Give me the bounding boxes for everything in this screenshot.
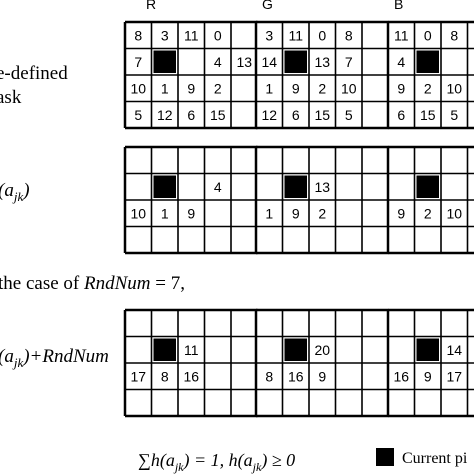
mask-cell-value: 8	[265, 368, 273, 384]
mask-cell-value: 9	[397, 205, 405, 221]
mask-cell-value: 10	[446, 205, 462, 221]
mask-cell-value: 16	[288, 368, 304, 384]
mask-cell-value: 4	[214, 179, 222, 195]
mask-cell-value: 13	[314, 179, 330, 195]
mask-cell-value: 2	[318, 205, 326, 221]
mask-cell-value: 11	[288, 27, 303, 43]
mask-cell-value: 9	[318, 368, 326, 384]
mask-cell-value: 9	[397, 80, 405, 96]
mask-grid-row1-g: 3 11 0 8 14 13 7 1 9 2 10 12 6 15 5	[254, 20, 390, 130]
current-pixel-cell	[416, 175, 439, 198]
mask-cell-value: 10	[446, 80, 462, 96]
mask-cell-value: 10	[341, 80, 357, 96]
mask-cell-value: 3	[161, 27, 169, 43]
mask-grid-row1-b: 11 0 8 4 9 2 10 6 15 5	[386, 20, 474, 130]
mask-cell-value: 10	[130, 80, 146, 96]
row3-label: (ajk)+RndNum	[0, 346, 109, 370]
mask-cell-value: 4	[214, 54, 222, 70]
mask-cell-value: 12	[261, 107, 277, 123]
mask-cell-value: 2	[424, 205, 432, 221]
mask-cell-value: 3	[265, 27, 273, 43]
mask-cell-value: 16	[183, 368, 199, 384]
mask-grid-row3-b: 14 16 9 17	[386, 308, 474, 418]
mask-cell-value: 2	[424, 80, 432, 96]
mask-cell-value: 17	[130, 368, 146, 384]
legend-current-pixel-swatch	[376, 448, 394, 466]
mask-cell-value: 11	[394, 27, 409, 43]
mask-cell-value: 8	[345, 27, 353, 43]
current-pixel-cell	[153, 338, 176, 361]
mask-cell-value: 12	[157, 107, 173, 123]
current-pixel-cell	[284, 50, 307, 73]
mask-cell-value: 17	[446, 368, 462, 384]
mask-cell-value: 5	[345, 107, 353, 123]
mask-cell-value: 9	[187, 205, 195, 221]
mask-cell-value: 6	[292, 107, 300, 123]
legend-current-pixel-label: Current pi	[402, 450, 468, 467]
mask-cell-value: 13	[314, 54, 330, 70]
mask-cell-value: 6	[187, 107, 195, 123]
mask-cell-value: 9	[187, 80, 195, 96]
mask-cell-value: 14	[446, 342, 462, 358]
row2-label: (ajk)	[0, 180, 30, 204]
mask-cell-value: 13	[236, 54, 252, 70]
mask-cell-value: 11	[184, 342, 199, 358]
mask-cell-value: 1	[265, 80, 273, 96]
mask-cell-value: 9	[292, 80, 300, 96]
mask-grid-row3-g: 20 8 16 9	[254, 308, 390, 418]
mask-cell-value: 0	[318, 27, 326, 43]
mask-cell-value: 9	[424, 368, 432, 384]
mask-cell-value: 6	[397, 107, 405, 123]
mask-cell-value: 9	[292, 205, 300, 221]
row1-label-line2: ask	[0, 87, 22, 108]
mask-cell-value: 2	[214, 80, 222, 96]
mask-cell-value: 15	[210, 107, 226, 123]
current-pixel-cell	[153, 175, 176, 198]
mask-cell-value: 5	[134, 107, 142, 123]
current-pixel-cell	[416, 338, 439, 361]
mask-grid-row2-g: 13 1 9 2	[254, 145, 390, 255]
channel-header-g: G	[262, 0, 273, 12]
mask-grid-row2-r: 4 10 1 9	[123, 145, 259, 255]
mask-cell-value: 1	[265, 205, 273, 221]
current-pixel-cell	[153, 50, 176, 73]
mask-cell-value: 15	[314, 107, 330, 123]
mask-cell-value: 14	[261, 54, 277, 70]
channel-header-b: B	[394, 0, 403, 12]
mask-cell-value: 2	[318, 80, 326, 96]
current-pixel-cell	[284, 338, 307, 361]
formula-text: ∑h(ajk) = 1, h(ajk) ≥ 0	[138, 450, 295, 474]
channel-header-r: R	[146, 0, 156, 12]
mask-grid-row2-b: 9 2 10	[386, 145, 474, 255]
mask-cell-value: 15	[420, 107, 436, 123]
mask-cell-value: 11	[184, 27, 199, 43]
mask-cell-value: 5	[450, 107, 458, 123]
current-pixel-cell	[284, 175, 307, 198]
mask-grid-row3-r: 11 17 8 16	[123, 308, 259, 418]
mask-cell-value: 8	[134, 27, 142, 43]
mask-cell-value: 20	[314, 342, 330, 358]
mask-cell-value: 1	[161, 205, 169, 221]
row1-label-line1: e-defined	[0, 63, 68, 84]
mask-cell-value: 10	[130, 205, 146, 221]
mask-cell-value: 1	[161, 80, 169, 96]
mask-cell-value: 7	[134, 54, 142, 70]
mask-cell-value: 16	[393, 368, 409, 384]
mask-cell-value: 8	[450, 27, 458, 43]
mask-cell-value: 4	[397, 54, 405, 70]
mask-grid-row1-r: 8 3 11 0 7 4 13 10 1 9 2 5 12 6 15	[123, 20, 259, 130]
mask-cell-value: 0	[424, 27, 432, 43]
current-pixel-cell	[416, 50, 439, 73]
case-text: the case of RndNum = 7,	[0, 273, 185, 294]
mask-cell-value: 0	[214, 27, 222, 43]
mask-cell-value: 8	[161, 368, 169, 384]
mask-cell-value: 7	[345, 54, 353, 70]
